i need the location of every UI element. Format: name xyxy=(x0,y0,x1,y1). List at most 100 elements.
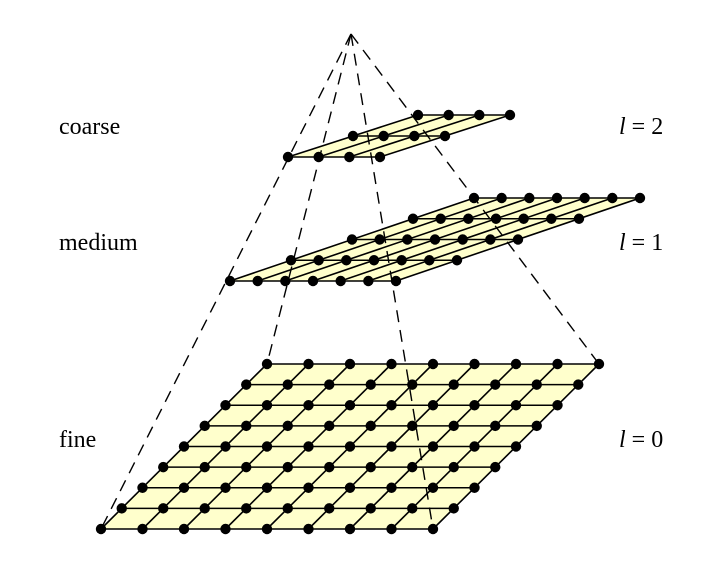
grid-node xyxy=(241,379,252,390)
grid-node xyxy=(303,441,314,452)
grid-node xyxy=(490,213,502,224)
grid-node xyxy=(607,192,618,204)
projection-lines xyxy=(100,33,600,530)
grid-node xyxy=(282,151,294,163)
grid-node xyxy=(448,420,459,432)
grid-node xyxy=(324,379,335,390)
grid-node xyxy=(496,192,507,204)
level-index-value: 1 xyxy=(651,230,664,256)
grid-node xyxy=(427,441,439,452)
grid-node xyxy=(463,213,474,224)
level-index-value: 2 xyxy=(651,114,664,140)
grid-node xyxy=(386,482,397,493)
level-index-var: l xyxy=(619,114,626,140)
grid-node xyxy=(386,441,397,452)
grid-node xyxy=(307,275,319,287)
grid-node xyxy=(510,358,522,370)
grid-node xyxy=(224,275,236,287)
grid-node xyxy=(490,379,501,390)
grid-node xyxy=(593,358,605,370)
grid-node xyxy=(524,192,535,204)
grid-node xyxy=(474,109,485,121)
grid-node xyxy=(573,379,584,390)
grid-node xyxy=(490,461,501,473)
grid-node xyxy=(427,482,439,493)
grid-node xyxy=(199,420,210,432)
level-index-value: 0 xyxy=(651,427,664,453)
grid-node xyxy=(347,130,359,142)
grid-node xyxy=(368,255,380,266)
grid-node xyxy=(365,379,376,390)
grid-node xyxy=(409,130,420,142)
level-name-coarse: coarse xyxy=(59,114,121,140)
grid-node xyxy=(552,358,563,370)
grid-node xyxy=(137,523,148,535)
grid-node xyxy=(412,109,424,121)
grid-node xyxy=(282,503,293,514)
grid-node xyxy=(469,441,480,452)
grid-node xyxy=(303,523,314,535)
level-index-var: l xyxy=(619,230,626,256)
level-index-eq: = xyxy=(625,114,652,140)
grid-node xyxy=(241,503,252,514)
grid-node xyxy=(396,255,407,266)
level-name-medium: medium xyxy=(59,230,138,256)
projection-line xyxy=(350,33,600,365)
grid-node xyxy=(573,213,585,224)
grid-node xyxy=(469,482,480,493)
grid-node xyxy=(365,420,376,432)
grid-node xyxy=(427,358,439,370)
level-index-eq: = xyxy=(625,230,652,256)
grid-node xyxy=(504,109,516,121)
grid-node xyxy=(261,482,273,493)
level-index-eq: = xyxy=(625,427,652,453)
grid-node xyxy=(241,461,252,473)
grid-node xyxy=(435,213,446,224)
grid-node xyxy=(546,213,557,224)
projection-line xyxy=(350,33,434,530)
grid-node xyxy=(365,461,376,473)
grid-node xyxy=(303,400,314,411)
level-index-var: l xyxy=(619,427,626,453)
grid-node xyxy=(512,234,524,245)
grid-node xyxy=(427,400,439,411)
grid-node xyxy=(344,523,356,535)
grid-node xyxy=(178,482,190,493)
grid-node xyxy=(282,420,293,432)
grid-node xyxy=(407,213,419,224)
grid-node xyxy=(344,441,356,452)
grid-node xyxy=(510,400,522,411)
grid-node xyxy=(402,234,413,245)
grid-node xyxy=(439,130,451,142)
grid-node xyxy=(346,234,358,245)
grid-node xyxy=(407,379,418,390)
grid-node xyxy=(324,420,335,432)
grid-node xyxy=(469,358,480,370)
grid-level-1 xyxy=(224,192,646,287)
grid-node xyxy=(137,482,148,493)
grid-node xyxy=(344,358,356,370)
grid-node xyxy=(443,109,454,121)
grid-node xyxy=(363,275,374,287)
grid-node xyxy=(178,441,190,452)
grid-node xyxy=(261,441,273,452)
grid-node xyxy=(365,503,376,514)
grid-node xyxy=(241,420,252,432)
grid-node xyxy=(448,461,459,473)
grid-node xyxy=(518,213,529,224)
projection-line xyxy=(266,33,352,365)
grid-node xyxy=(374,151,386,163)
grid-node xyxy=(303,358,314,370)
grid-node xyxy=(386,523,397,535)
grid-node xyxy=(344,400,356,411)
grid-node xyxy=(390,275,402,287)
grid-node xyxy=(324,503,335,514)
grid-node xyxy=(531,379,542,390)
grid-node xyxy=(199,461,210,473)
grid-node xyxy=(158,503,169,514)
grid-node xyxy=(469,400,480,411)
grid-node xyxy=(407,461,418,473)
grid-node xyxy=(324,461,335,473)
grid-node xyxy=(551,192,563,204)
